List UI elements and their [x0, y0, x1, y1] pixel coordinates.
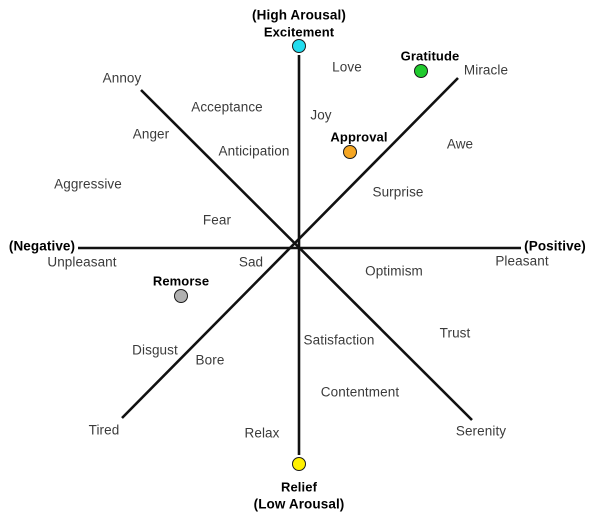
emotion-label-trust: Trust — [439, 325, 471, 341]
data-point-label-gratitude: Gratitude — [400, 48, 460, 64]
pole-label-high-arousal: (High Arousal) — [252, 7, 346, 23]
emotion-label-anger: Anger — [132, 126, 170, 142]
emotion-label-surprise: Surprise — [372, 184, 424, 200]
data-point-relief[interactable] — [292, 457, 306, 471]
emotion-label-sad: Sad — [238, 254, 264, 270]
emotion-label-annoy: Annoy — [102, 70, 142, 86]
emotion-label-bore: Bore — [195, 352, 225, 368]
emotion-label-satisfaction: Satisfaction — [303, 332, 375, 348]
emotion-label-optimism: Optimism — [365, 263, 423, 279]
axis-subtitle-pleasant: Pleasant — [495, 253, 549, 269]
emotion-label-anticipation: Anticipation — [218, 143, 290, 159]
emotion-label-relax: Relax — [244, 425, 280, 441]
diagonal-sw-ne-line — [121, 77, 459, 419]
emotion-label-fear: Fear — [202, 212, 232, 228]
pole-label-negative: (Negative) — [8, 238, 76, 254]
emotion-label-aggressive: Aggressive — [54, 176, 122, 192]
data-point-label-relief: Relief — [280, 479, 318, 495]
pole-label-positive: (Positive) — [524, 238, 586, 254]
emotion-label-miracle: Miracle — [463, 62, 509, 78]
data-point-gratitude[interactable] — [414, 64, 428, 78]
emotion-label-tired: Tired — [88, 422, 120, 438]
data-point-approval[interactable] — [343, 145, 357, 159]
axis-subtitle-unpleasant: Unpleasant — [47, 254, 117, 270]
emotion-label-love: Love — [332, 59, 362, 75]
emotion-label-serenity: Serenity — [455, 423, 507, 439]
emotion-label-acceptance: Acceptance — [191, 99, 263, 115]
emotion-label-disgust: Disgust — [132, 342, 178, 358]
data-point-remorse[interactable] — [174, 289, 188, 303]
data-point-label-excitement: Excitement — [263, 24, 335, 40]
data-point-excitement[interactable] — [292, 39, 306, 53]
emotion-label-awe: Awe — [446, 136, 474, 152]
emotion-label-contentment: Contentment — [320, 384, 400, 400]
data-point-label-remorse: Remorse — [152, 273, 210, 289]
emotion-label-joy: Joy — [310, 107, 332, 123]
diagonal-nw-se-line — [140, 89, 473, 421]
pole-label-low-arousal: (Low Arousal) — [253, 496, 345, 512]
data-point-label-approval: Approval — [330, 129, 388, 145]
